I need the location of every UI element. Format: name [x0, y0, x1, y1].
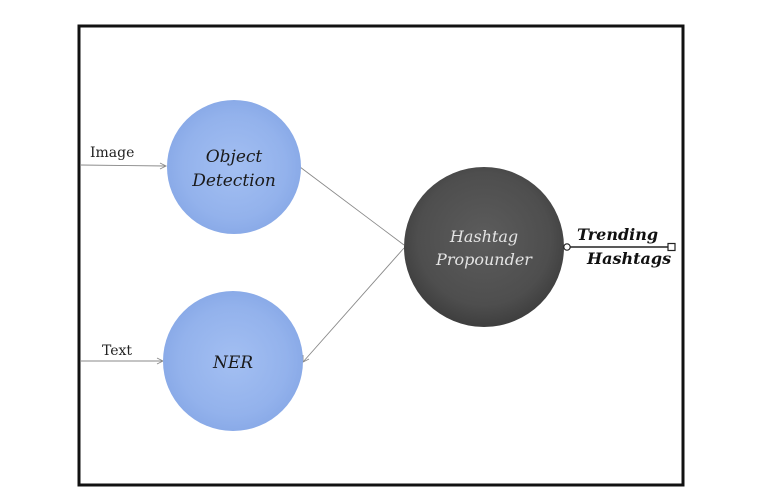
object-detection-label-line1: Object	[206, 147, 263, 167]
ner-node: NER	[163, 291, 303, 431]
trending-hashtags-label-line1: Trending	[577, 225, 658, 244]
image-input-arrow	[79, 164, 167, 167]
object-detection-node: Object Detection	[167, 100, 301, 234]
hashtag-propounder-node: Hashtag Propounder	[404, 167, 564, 327]
output-start-circle	[563, 243, 571, 251]
hashtag-propounder-label-line1: Hashtag	[449, 227, 518, 246]
connector-hashtag-to-ner	[302, 247, 405, 363]
connector-object-to-hashtag	[299, 166, 405, 246]
text-input-label: Text	[102, 343, 132, 359]
trending-hashtags-label-line2: Hashtags	[586, 249, 671, 268]
connector-ner-arrow-head	[302, 355, 310, 363]
object-detection-label-line2: Detection	[191, 171, 276, 191]
image-arrow-head	[159, 162, 168, 170]
hashtag-propounder-label-line2: Propounder	[435, 250, 533, 269]
ner-label: NER	[212, 353, 253, 373]
image-input-label: Image	[90, 145, 134, 161]
diagram-frame	[77, 24, 685, 487]
output-end-square	[667, 242, 676, 252]
